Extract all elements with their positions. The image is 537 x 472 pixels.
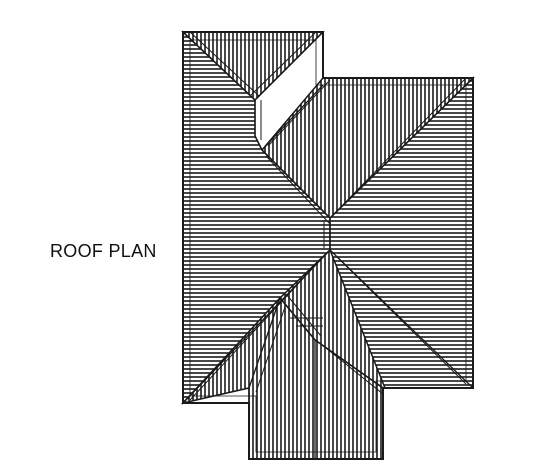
hip-lines-offset [189,31,467,459]
eave-line-inner [189,39,467,453]
valley-detail [290,317,323,327]
roof-plan-label: ROOF PLAN [50,241,157,261]
